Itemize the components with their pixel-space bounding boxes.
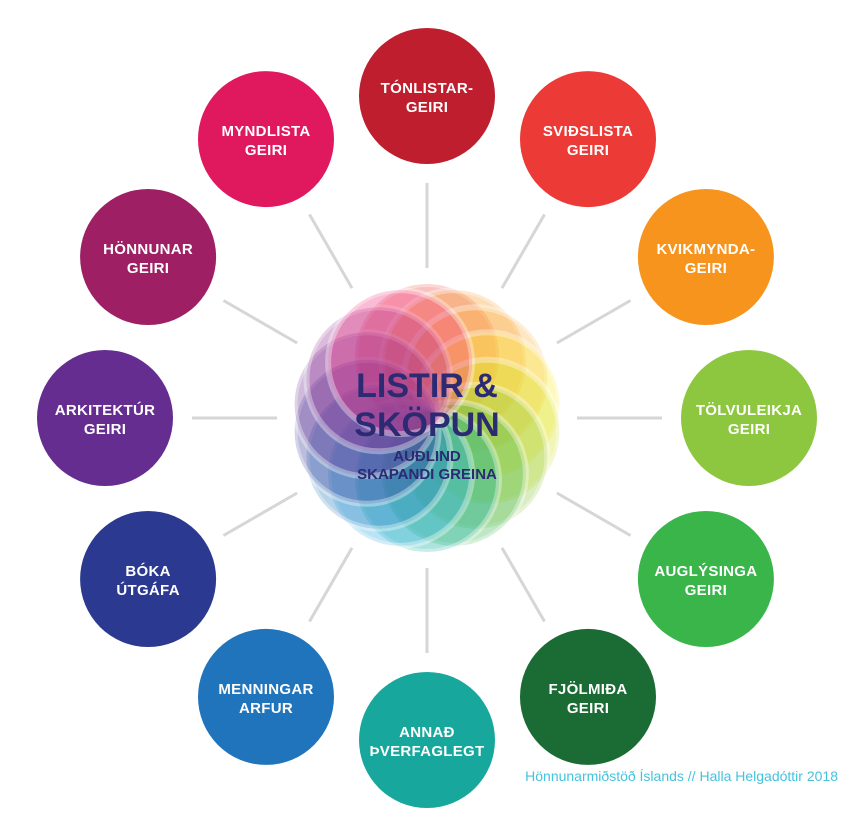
sector-menningar: MENNINGAR ARFUR xyxy=(198,628,334,765)
sector-myndlista: MYNDLISTA GEIRI xyxy=(198,71,334,208)
sector-auglysinga: AUGLÝSINGA GEIRI xyxy=(637,511,774,647)
rosette-petal xyxy=(303,381,454,532)
sector-tonlistar: TÓNLISTAR- GEIRI xyxy=(359,28,495,164)
sector-tolvuleikja: TÖLVULEIKJA GEIRI xyxy=(681,350,817,486)
sector-label-menningar-line-2: ARFUR xyxy=(239,700,293,717)
sector-label-tolvuleikja-line-2: GEIRI xyxy=(728,421,770,438)
sector-svidslista: SVIÐSLISTA GEIRI xyxy=(520,71,656,208)
connector-line-kvikmynda xyxy=(556,299,632,345)
sector-honnunar: HÖNNUNAR GEIRI xyxy=(80,189,217,325)
connector-line-myndlista xyxy=(308,213,354,289)
rosette-petal xyxy=(325,398,476,549)
sector-label-honnunar-line-1: HÖNNUNAR xyxy=(103,241,193,258)
sector-label-svidslista-line-1: SVIÐSLISTA xyxy=(543,123,633,140)
center-title-line-1: LISTIR & xyxy=(356,367,498,405)
rosette-petal xyxy=(412,329,563,480)
sector-circle-svidslista xyxy=(520,71,656,208)
sector-label-annad-line-2: ÞVERFAGLEGT xyxy=(370,743,485,760)
center-label: LISTIR & SKÖPUN AUÐLIND SKAPANDI GREINA xyxy=(354,367,499,483)
sector-circle-boka xyxy=(80,511,217,647)
rosette-petal xyxy=(378,287,529,438)
connector-line-fjolmida xyxy=(500,547,546,623)
sector-circle-annad xyxy=(359,672,495,808)
rosette-petal xyxy=(412,356,563,507)
sector-label-honnunar-line-2: GEIRI xyxy=(127,260,169,277)
rosette-petal xyxy=(291,356,442,507)
center-subtitle-line-2: SKAPANDI GREINA xyxy=(357,466,497,483)
center-title-line-2: SKÖPUN xyxy=(354,406,499,444)
center-subtitle-line-1: AUÐLIND xyxy=(393,448,461,465)
sector-arkitektur: ARKITEKTÚR GEIRI xyxy=(37,350,173,486)
rosette-petal xyxy=(303,304,454,455)
sector-label-kvikmynda-line-2: GEIRI xyxy=(685,260,727,277)
sector-circle-tonlistar xyxy=(359,28,495,164)
rosette-petal xyxy=(352,281,502,431)
sector-label-tonlistar-line-2: GEIRI xyxy=(406,99,448,116)
connector-line-honnunar xyxy=(222,299,298,345)
sector-circles: TÓNLISTAR-GEIRISVIÐSLISTAGEIRIKVIKMYNDA-… xyxy=(37,28,817,808)
center-rosette xyxy=(291,281,563,555)
connector-line-svidslista xyxy=(500,213,546,289)
connector-line-menningar xyxy=(308,547,354,623)
rosette-petal xyxy=(400,381,551,532)
sector-kvikmynda: KVIKMYNDA- GEIRI xyxy=(637,189,774,325)
sector-circle-kvikmynda xyxy=(637,189,774,325)
sector-circle-arkitektur xyxy=(37,350,173,486)
sector-label-svidslista-line-2: GEIRI xyxy=(567,142,609,159)
sector-circle-tolvuleikja xyxy=(681,350,817,486)
sector-label-menningar-line-1: MENNINGAR xyxy=(218,681,313,698)
sector-label-kvikmynda-line-1: KVIKMYNDA- xyxy=(656,241,755,258)
sector-circle-menningar xyxy=(198,628,334,765)
sector-circle-honnunar xyxy=(80,189,217,325)
rosette-petal xyxy=(291,329,442,480)
sector-label-myndlista-line-1: MYNDLISTA xyxy=(221,123,310,140)
rosette-petal xyxy=(400,304,551,455)
sector-circle-fjolmida xyxy=(520,628,656,765)
sector-label-fjolmida-line-2: GEIRI xyxy=(567,700,609,717)
rosette-petal xyxy=(325,287,476,438)
rosette-petal xyxy=(352,405,502,555)
credit-text: Hönnunarmiðstöð Íslands // Halla Helgadó… xyxy=(525,768,838,784)
rosette-petal xyxy=(378,398,529,549)
sector-label-tonlistar-line-1: TÓNLISTAR- xyxy=(381,79,474,97)
sector-label-boka-line-2: ÚTGÁFA xyxy=(116,581,179,599)
sector-label-myndlista-line-2: GEIRI xyxy=(245,142,287,159)
sector-label-auglysinga-line-1: AUGLÝSINGA xyxy=(654,562,757,580)
sector-label-arkitektur-line-2: GEIRI xyxy=(84,421,126,438)
connector-line-auglysinga xyxy=(556,491,632,537)
sector-circle-myndlista xyxy=(198,71,334,208)
sector-label-arkitektur-line-1: ARKITEKTÚR xyxy=(55,401,156,419)
connector-lines xyxy=(192,183,662,653)
sector-annad: ANNAÐ ÞVERFAGLEGT xyxy=(359,672,495,808)
sector-circle-auglysinga xyxy=(637,511,774,647)
sector-fjolmida: FJÖLMIÐA GEIRI xyxy=(520,628,656,765)
sector-label-tolvuleikja-line-1: TÖLVULEIKJA xyxy=(696,402,802,419)
sector-label-fjolmida-line-1: FJÖLMIÐA xyxy=(548,681,627,698)
sector-label-annad-line-1: ANNAÐ xyxy=(399,724,455,741)
connector-line-boka xyxy=(222,491,298,537)
sector-label-auglysinga-line-2: GEIRI xyxy=(685,582,727,599)
sector-label-boka-line-1: BÓKA xyxy=(125,562,170,580)
